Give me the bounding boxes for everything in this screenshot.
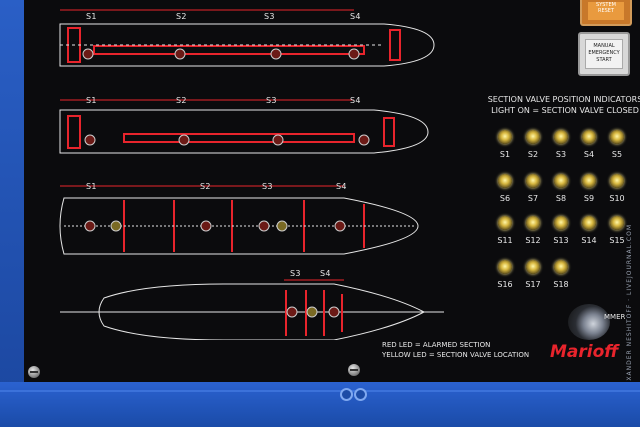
indicator-label-s7: S7 — [527, 194, 539, 203]
indicator-title-line2: LIGHT ON = SECTION VALVE CLOSED — [491, 106, 639, 115]
indicator-label-s6: S6 — [499, 194, 511, 203]
dimmer-knob[interactable] — [568, 304, 610, 340]
indicator-led-s9 — [582, 174, 596, 188]
ship3-label-s2: S2 — [200, 182, 211, 191]
indicator-led-s17 — [526, 260, 540, 274]
ship2-label-s3: S3 — [266, 96, 277, 105]
manual-emergency-start-label: MANUAL EMERGENCY START — [585, 39, 623, 69]
screw-center — [348, 364, 360, 376]
indicator-label-s1: S1 — [499, 150, 511, 159]
indicator-led-s5 — [610, 130, 624, 144]
ship-3 — [59, 185, 419, 255]
indicator-led-s3 — [554, 130, 568, 144]
mimic-panel — [24, 0, 640, 382]
indicator-label-s4: S4 — [583, 150, 595, 159]
ship-leds — [82, 48, 370, 318]
indicator-led-s6 — [498, 174, 512, 188]
ship3-label-s1: S1 — [86, 182, 97, 191]
ship2-label-s1: S1 — [86, 96, 97, 105]
ship1-label-s2: S2 — [176, 12, 187, 21]
indicator-led-s4 — [582, 130, 596, 144]
ship-4 — [60, 279, 444, 340]
indicator-led-s14 — [582, 216, 596, 230]
ship3-label-s4: S4 — [336, 182, 347, 191]
rivet-1 — [340, 388, 353, 401]
indicator-label-s17: S17 — [525, 280, 541, 289]
indicator-led-s12 — [526, 216, 540, 230]
indicator-label-s18: S18 — [553, 280, 569, 289]
system-reset-label: SYSTEM RESET — [588, 2, 624, 20]
indicator-label-s10: S10 — [609, 194, 625, 203]
indicator-led-s2 — [526, 130, 540, 144]
indicator-label-s5: S5 — [611, 150, 623, 159]
brand-logo: Marioff — [550, 342, 619, 362]
indicator-label-s13: S13 — [553, 236, 569, 245]
indicator-label-s9: S9 — [583, 194, 595, 203]
indicator-title: SECTION VALVE POSITION INDICATORS LIGHT … — [485, 94, 640, 116]
ship1-label-s4: S4 — [350, 12, 361, 21]
indicator-led-s8 — [554, 174, 568, 188]
indicator-label-s15: S15 — [609, 236, 625, 245]
indicator-led-s11 — [498, 216, 512, 230]
indicator-label-s8: S8 — [555, 194, 567, 203]
ship-diagrams — [59, 9, 444, 340]
indicator-title-line1: SECTION VALVE POSITION INDICATORS — [487, 95, 640, 104]
legend: RED LED = ALARMED SECTION YELLOW LED = S… — [382, 340, 529, 360]
frame-edge — [0, 390, 640, 392]
legend-yellow: YELLOW LED = SECTION VALVE LOCATION — [382, 351, 530, 359]
ship-2 — [59, 99, 429, 154]
indicator-led-s1 — [498, 130, 512, 144]
indicator-led-s13 — [554, 216, 568, 230]
ship1-label-s1: S1 — [86, 12, 97, 21]
indicator-label-s11: S11 — [497, 236, 513, 245]
ship2-label-s2: S2 — [176, 96, 187, 105]
indicator-led-s10 — [610, 174, 624, 188]
indicator-label-s16: S16 — [497, 280, 513, 289]
indicator-led-s18 — [554, 260, 568, 274]
blue-frame-bottom — [0, 382, 640, 427]
legend-red: RED LED = ALARMED SECTION — [382, 341, 491, 349]
indicator-label-s3: S3 — [555, 150, 567, 159]
indicator-led-s16 — [498, 260, 512, 274]
indicator-led-s7 — [526, 174, 540, 188]
ship4-label-s3: S3 — [290, 269, 301, 278]
ship4-label-s4: S4 — [320, 269, 331, 278]
ship2-label-s4: S4 — [350, 96, 361, 105]
dimmer-label: MMER — [604, 313, 626, 321]
screw-left — [28, 366, 40, 378]
indicator-led-s15 — [610, 216, 624, 230]
system-reset-button[interactable]: SYSTEM RESET — [580, 0, 632, 26]
ship-1 — [59, 9, 435, 67]
rivet-2 — [354, 388, 367, 401]
indicator-label-s12: S12 — [525, 236, 541, 245]
manual-emergency-start-button[interactable]: MANUAL EMERGENCY START — [578, 32, 630, 76]
ship3-label-s3: S3 — [262, 182, 273, 191]
ship1-label-s3: S3 — [264, 12, 275, 21]
indicator-label-s14: S14 — [581, 236, 597, 245]
indicator-label-s2: S2 — [527, 150, 539, 159]
